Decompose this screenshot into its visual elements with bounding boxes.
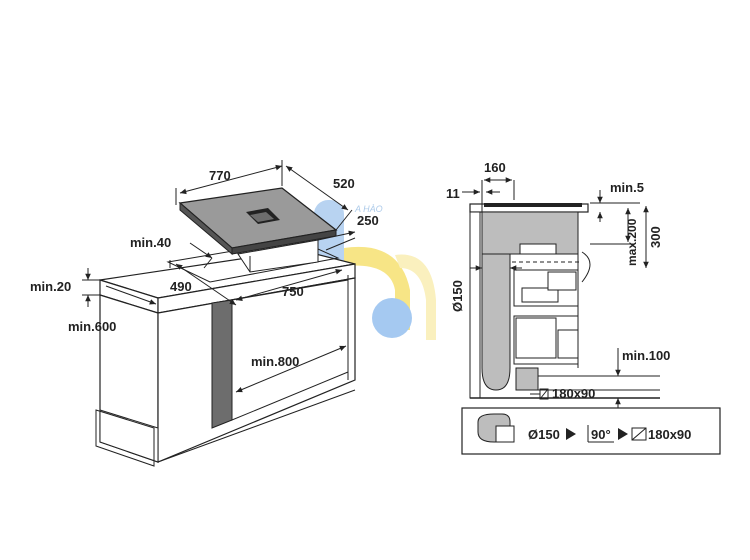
dim-min600-label: min.600 xyxy=(68,319,116,334)
dim-min800-label: min.800 xyxy=(251,354,299,369)
dim-11-label: 11 xyxy=(446,186,460,201)
duct-legend: Ø150 90° 180x90 xyxy=(461,407,721,455)
dim-520-label: 520 xyxy=(333,176,355,191)
dim-max200-label: max.200 xyxy=(625,218,639,266)
dim-min20-label: min.20 xyxy=(30,279,71,294)
dim-duct-label: 180x90 xyxy=(552,386,595,401)
dim-750-label: 750 xyxy=(282,284,304,299)
dim-o150-label: Ø150 xyxy=(450,280,465,312)
dim-min40-label: min.40 xyxy=(130,235,171,250)
legend-arrow-1-icon xyxy=(566,428,576,440)
section-view-drawing: 160 11 min.5 max.200 300 Ø150 min.100 18… xyxy=(446,160,670,408)
legend-round-label: Ø150 xyxy=(528,427,560,442)
dim-300-label: 300 xyxy=(648,226,663,248)
legend-arrow-2-icon xyxy=(618,428,628,440)
dim-250-label: 250 xyxy=(357,213,379,228)
watermark-text: A HÀO xyxy=(354,204,383,214)
dim-770-label: 770 xyxy=(209,168,231,183)
duct-bend-icon xyxy=(477,413,515,443)
dim-min100-label: min.100 xyxy=(622,348,670,363)
dim-min5-label: min.5 xyxy=(610,180,644,195)
dim-160-label: 160 xyxy=(484,160,506,175)
legend-bend-label: 90° xyxy=(591,427,611,442)
dim-490-label: 490 xyxy=(170,279,192,294)
legend-flat-label: 180x90 xyxy=(648,427,691,442)
cabinet-drawing: 770 520 250 min.40 490 750 min.20 min.60… xyxy=(30,160,379,467)
flat-duct-icon xyxy=(631,427,647,441)
